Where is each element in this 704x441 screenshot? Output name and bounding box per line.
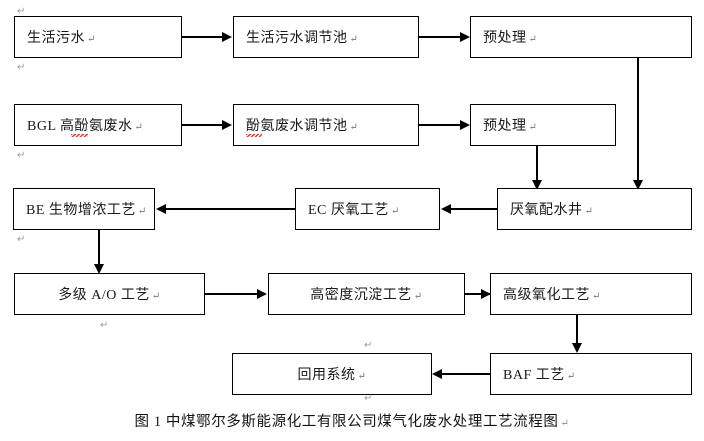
node-be-bio-thickening[interactable]: BE 生物增浓工艺↵: [13, 188, 155, 230]
edge-arrow-tank-to-pretreat1: [460, 32, 470, 42]
node-label: BE 生物增浓工艺: [26, 203, 136, 218]
node-label: 生活污水调节池: [246, 31, 348, 46]
edge-line-oxidation-to-baf: [576, 315, 578, 347]
spellcheck-underline: [71, 134, 88, 137]
node-label: 酚氨废水调节池: [246, 119, 348, 134]
node-bgl-phenol-ammonia[interactable]: BGL 高酚氨废水↵: [14, 104, 182, 146]
stray-pilcrow-mark: ↵: [17, 150, 26, 161]
edge-arrow-pretreat2-to-well: [532, 180, 542, 190]
pilcrow-mark: ↵: [134, 122, 144, 133]
stray-pilcrow-mark: ↵: [364, 340, 373, 351]
edge-line-ao-to-settling: [205, 293, 258, 295]
edge-arrow-ao-to-settling: [257, 289, 267, 299]
pilcrow-mark: ↵: [584, 206, 594, 217]
edge-line-tank-to-pretreat1: [419, 36, 468, 38]
pilcrow-mark: ↵: [357, 371, 367, 382]
pilcrow-mark: ↵: [566, 371, 576, 382]
node-label: 高级氧化工艺: [503, 288, 590, 303]
node-domestic-sewage[interactable]: 生活污水↵: [14, 16, 182, 58]
edge-line-pretreat2-to-well: [536, 146, 538, 184]
node-label: BGL 高酚氨废水: [27, 119, 133, 134]
node-label: 多级 A/O 工艺: [58, 288, 150, 303]
pilcrow-mark: ↵: [349, 34, 359, 45]
node-advanced-oxidation[interactable]: 高级氧化工艺↵: [490, 273, 692, 315]
edge-line-settling-to-oxidation: [465, 293, 492, 295]
edge-arrow-settling-to-oxidation: [481, 289, 491, 299]
node-anaerobic-water-well[interactable]: 厌氧配水井↵: [497, 188, 692, 230]
edge-line-sewage-to-tank: [182, 36, 230, 38]
pilcrow-mark: ↵: [528, 122, 538, 133]
node-label: 高密度沉淀工艺: [310, 288, 412, 303]
node-ec-anaerobic[interactable]: EC 厌氧工艺↵: [295, 188, 440, 230]
edge-arrow-baf-to-reuse: [432, 369, 442, 379]
node-phenol-ammonia-tank[interactable]: 酚氨废水调节池↵: [233, 104, 419, 146]
edge-line-bgl-to-tank: [182, 124, 230, 126]
pilcrow-mark: ↵: [592, 291, 601, 302]
edge-line-be-to-ao: [98, 230, 100, 268]
spellcheck-underline: [246, 134, 262, 137]
pilcrow-mark: ↵: [390, 206, 400, 217]
pilcrow-mark: ↵: [560, 418, 570, 429]
node-label: 回用系统: [297, 368, 356, 383]
node-baf-process[interactable]: BAF 工艺↵: [490, 353, 692, 395]
edge-arrow-tank-to-pretreat2: [460, 120, 470, 130]
edge-arrow-ec-to-be: [156, 204, 166, 214]
edge-arrow-be-to-ao: [94, 264, 104, 274]
edge-arrow-oxidation-to-baf: [572, 343, 582, 353]
node-domestic-sewage-tank[interactable]: 生活污水调节池↵: [233, 16, 419, 58]
node-label: 预处理: [483, 119, 527, 134]
pilcrow-mark: ↵: [413, 291, 423, 302]
node-high-density-settling[interactable]: 高密度沉淀工艺↵: [268, 273, 465, 315]
node-label: EC 厌氧工艺: [308, 203, 389, 218]
stray-pilcrow-mark: ↵: [17, 6, 26, 17]
edge-arrow-well-to-ec: [441, 204, 451, 214]
pilcrow-mark: ↵: [137, 206, 147, 217]
node-label: 预处理: [483, 31, 527, 46]
node-multistage-ao[interactable]: 多级 A/O 工艺↵: [14, 273, 205, 315]
edge-arrow-sewage-to-tank: [222, 32, 232, 42]
node-label: 生活污水: [27, 31, 85, 46]
stray-pilcrow-mark: ↵: [17, 234, 26, 245]
edge-arrow-pretreat1-to-well: [633, 180, 643, 190]
stray-pilcrow-mark: ↵: [100, 320, 109, 331]
node-label: BAF 工艺: [503, 368, 565, 383]
edge-line-well-to-ec: [451, 208, 497, 210]
edge-line-baf-to-reuse: [442, 373, 490, 375]
edge-line-ec-to-be: [166, 208, 295, 210]
edge-arrow-bgl-to-tank: [222, 120, 232, 130]
stray-pilcrow-mark: ↵: [364, 393, 373, 404]
edge-line-tank-to-pretreat2: [419, 124, 468, 126]
node-pretreatment-1[interactable]: 预处理↵: [470, 16, 692, 58]
figure-caption: 图 1 中煤鄂尔多斯能源化工有限公司煤气化废水处理工艺流程图↵: [0, 410, 704, 431]
node-label: 厌氧配水井: [510, 203, 583, 218]
pilcrow-mark: ↵: [151, 291, 161, 302]
node-pretreatment-2[interactable]: 预处理↵: [470, 104, 616, 146]
pilcrow-mark: ↵: [349, 122, 359, 133]
pilcrow-mark: ↵: [528, 34, 538, 45]
node-reuse-system[interactable]: 回用系统↵: [232, 353, 432, 395]
pilcrow-mark: ↵: [87, 34, 96, 45]
stray-pilcrow-mark: ↵: [17, 62, 26, 73]
figure-caption-text: 图 1 中煤鄂尔多斯能源化工有限公司煤气化废水处理工艺流程图: [134, 414, 559, 430]
edge-line-pretreat1-to-well: [637, 58, 639, 184]
